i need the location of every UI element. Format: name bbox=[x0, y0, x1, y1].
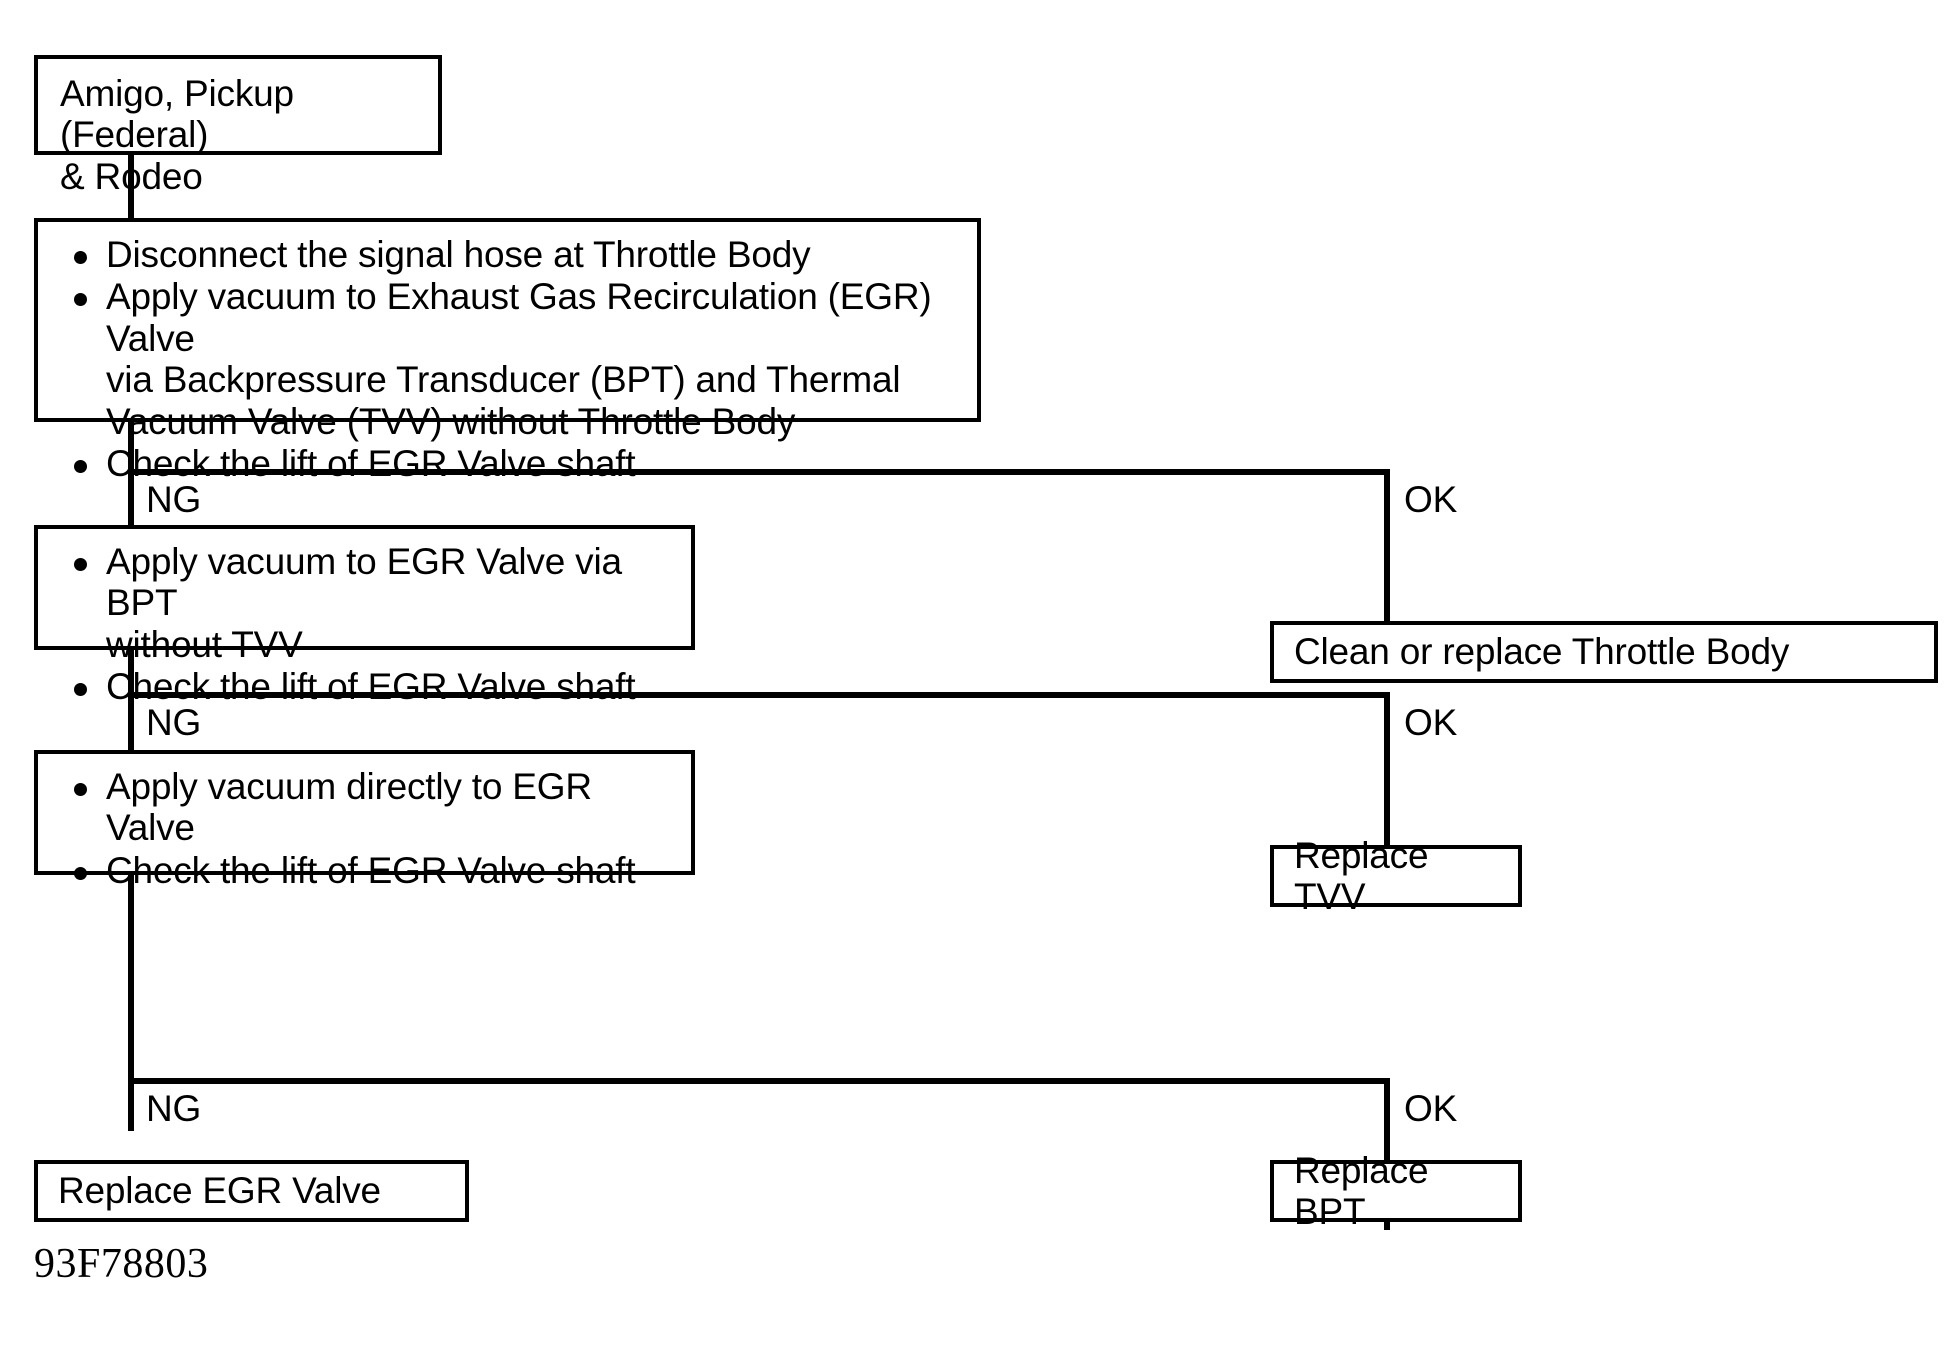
node-step3: Apply vacuum directly to EGR Valve Check… bbox=[34, 750, 695, 891]
node-step1-bullet-2: Apply vacuum to Exhaust Gas Recirculatio… bbox=[48, 276, 967, 442]
node-result-bpt-text: Replace BPT bbox=[1294, 1149, 1429, 1232]
connector-start-to-step1 bbox=[128, 155, 134, 218]
node-result-tvv-text: Replace TVV bbox=[1294, 834, 1429, 917]
branch1-ok-label: OK bbox=[1404, 479, 1458, 520]
node-result-egr: Replace EGR Valve bbox=[34, 1160, 469, 1222]
connector-branch3-stem bbox=[128, 875, 134, 1131]
branch2-ng-label: NG bbox=[146, 702, 202, 743]
connector-branch3-horizontal bbox=[128, 1078, 1390, 1084]
node-result-throttle-body: Clean or replace Throttle Body bbox=[1270, 621, 1938, 683]
node-step3-bullet-2: Check the lift of EGR Valve shaft bbox=[48, 850, 681, 891]
figure-code: 93F78803 bbox=[34, 1241, 209, 1287]
branch2-ok-label: OK bbox=[1404, 702, 1458, 743]
node-step1-bullet-1: Disconnect the signal hose at Throttle B… bbox=[48, 234, 967, 275]
node-step2-bullet-1: Apply vacuum to EGR Valve via BPT withou… bbox=[48, 541, 681, 665]
node-result-egr-text: Replace EGR Valve bbox=[58, 1170, 381, 1212]
node-step2-bullet-2: Check the lift of EGR Valve shaft bbox=[48, 666, 681, 707]
node-step1: Disconnect the signal hose at Throttle B… bbox=[34, 218, 981, 484]
connector-branch3-ok-down bbox=[1384, 1078, 1390, 1230]
branch3-ok-label: OK bbox=[1404, 1088, 1458, 1129]
connector-branch1-horizontal bbox=[128, 469, 1390, 475]
connector-branch2-ok-down bbox=[1384, 692, 1390, 845]
node-step1-bullet-3: Check the lift of EGR Valve shaft bbox=[48, 443, 967, 484]
branch3-ng-label: NG bbox=[146, 1088, 202, 1129]
node-step2: Apply vacuum to EGR Valve via BPT withou… bbox=[34, 525, 695, 707]
connector-branch2-horizontal bbox=[128, 692, 1390, 698]
node-start-text: Amigo, Pickup (Federal) & Rodeo bbox=[60, 73, 294, 197]
node-result-bpt: Replace BPT bbox=[1270, 1150, 1522, 1232]
node-result-tvv: Replace TVV bbox=[1270, 835, 1522, 917]
node-result-throttle-body-text: Clean or replace Throttle Body bbox=[1294, 631, 1790, 673]
node-step3-bullet-1: Apply vacuum directly to EGR Valve bbox=[48, 766, 681, 849]
connector-step2-down bbox=[128, 650, 134, 750]
node-step2-bullets: Apply vacuum to EGR Valve via BPT withou… bbox=[48, 541, 681, 708]
node-step3-bullets: Apply vacuum directly to EGR Valve Check… bbox=[48, 766, 681, 891]
branch1-ng-label: NG bbox=[146, 479, 202, 520]
node-start: Amigo, Pickup (Federal) & Rodeo bbox=[34, 55, 442, 197]
connector-branch1-ok-down bbox=[1384, 469, 1390, 621]
node-step1-bullets: Disconnect the signal hose at Throttle B… bbox=[48, 234, 967, 485]
